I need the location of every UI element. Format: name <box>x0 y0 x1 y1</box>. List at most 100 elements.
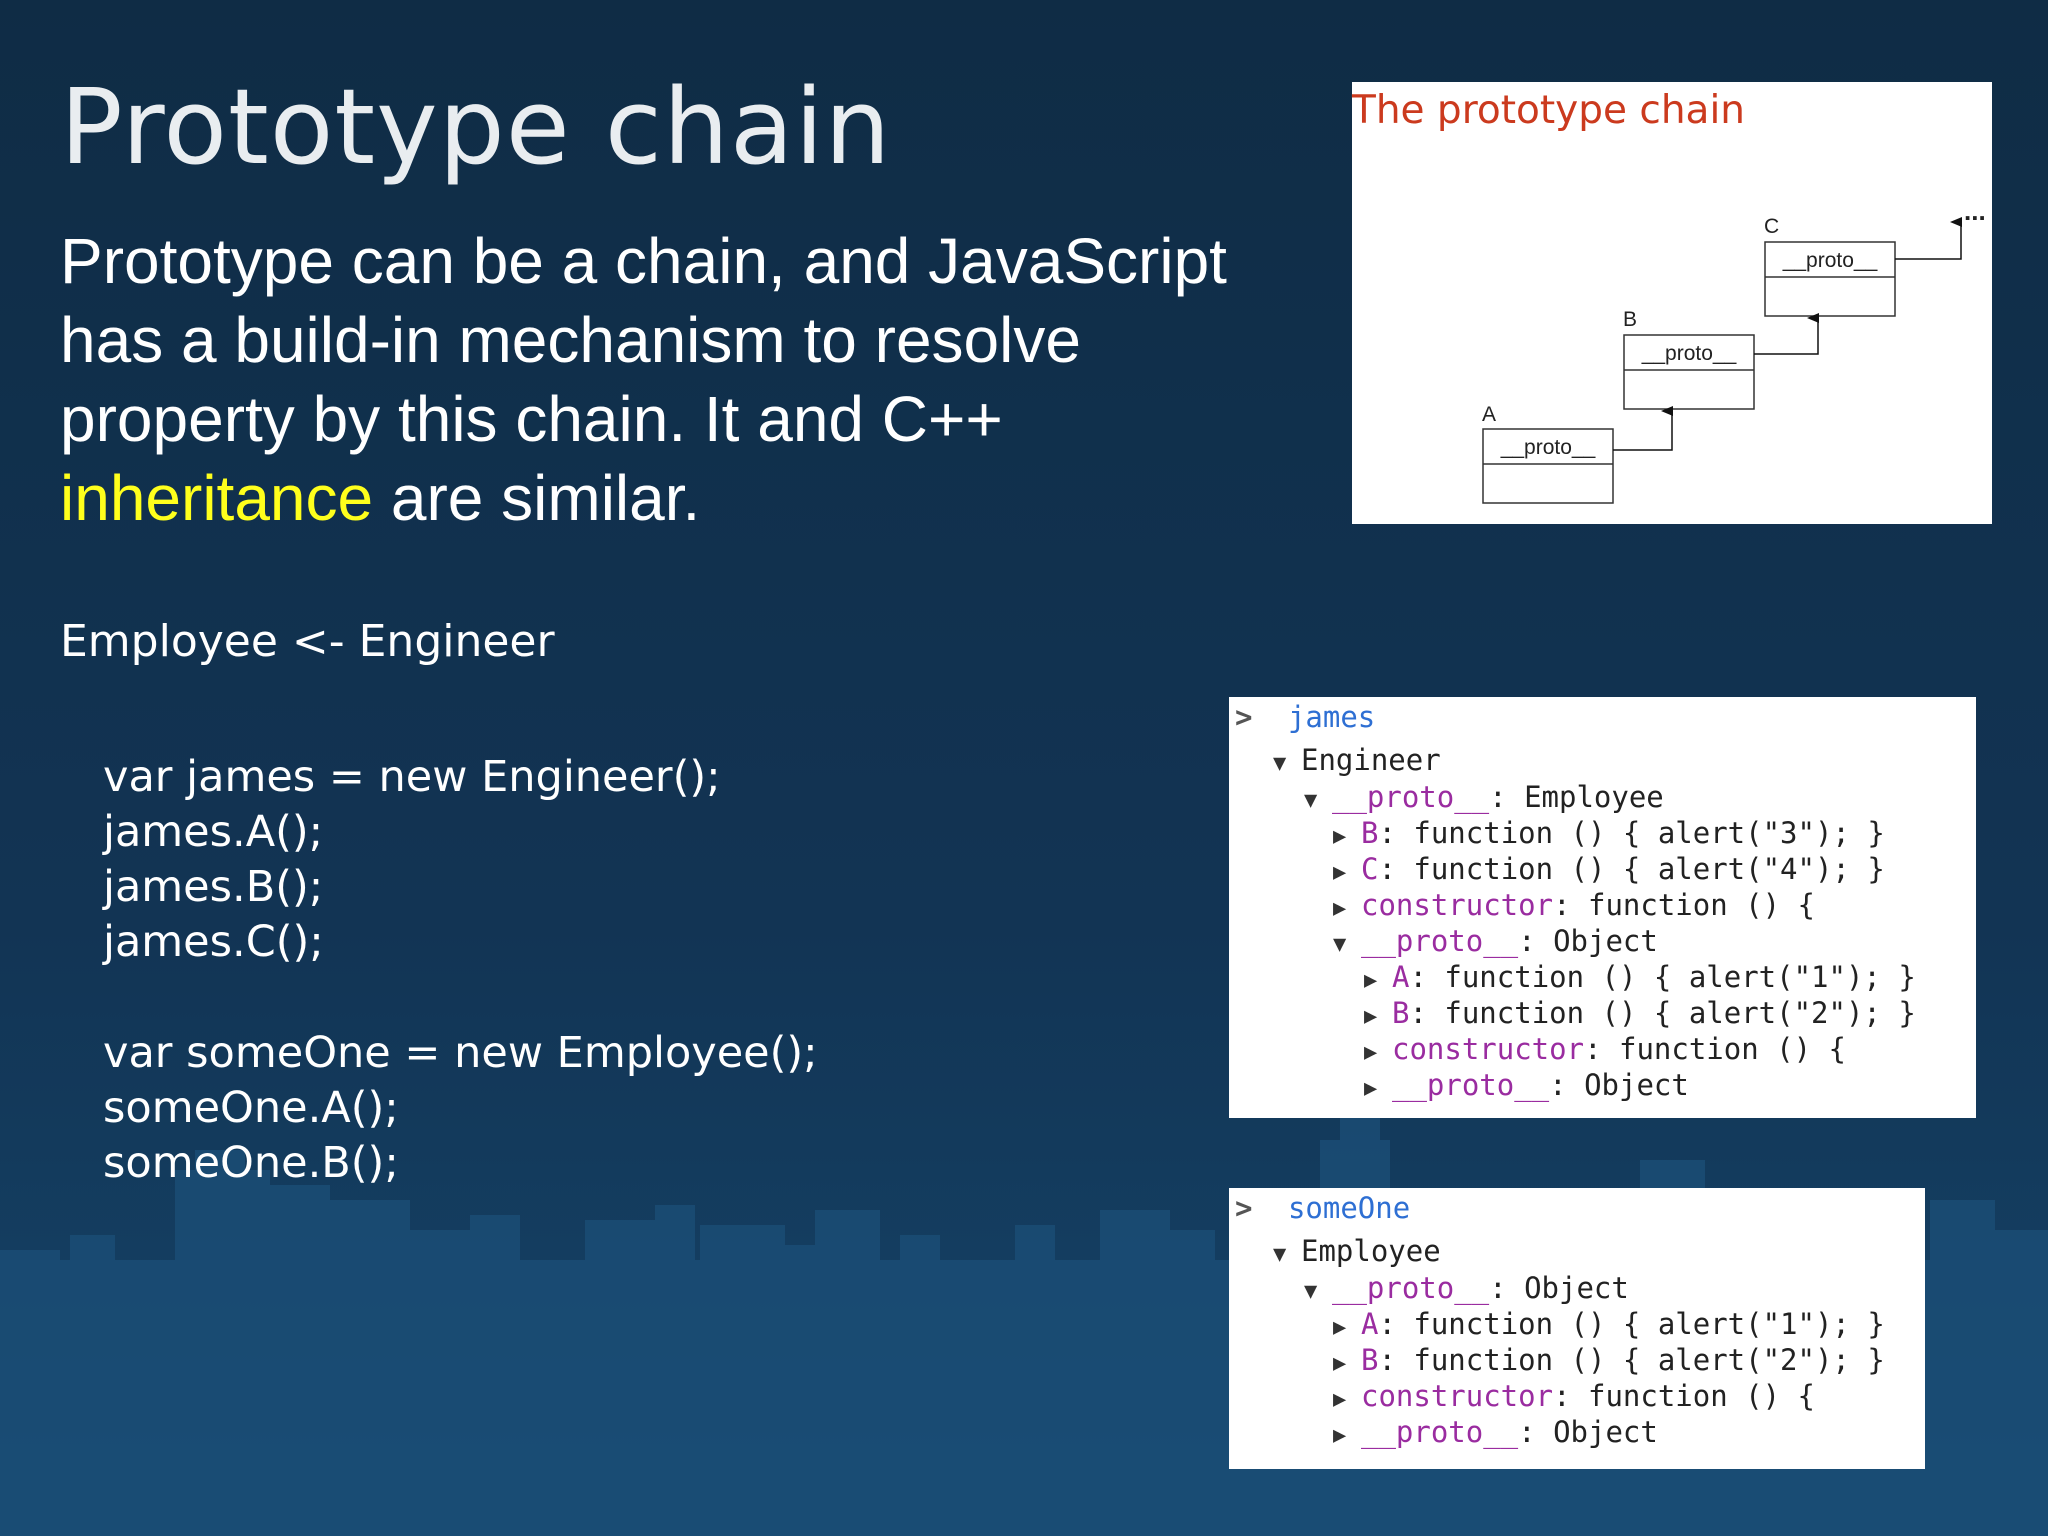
node-value: function () { <box>1587 1379 1815 1413</box>
collapsed-triangle-icon: ▶ <box>1333 896 1347 921</box>
node-key: __proto__ <box>1332 1271 1490 1305</box>
node-value: function () { alert("3"); } <box>1413 816 1885 850</box>
node-key: __proto__ <box>1392 1068 1550 1102</box>
node-key: B <box>1392 996 1410 1030</box>
tree-node-entry[interactable]: ▶constructor: function () { <box>1364 1031 1846 1071</box>
collapsed-triangle-icon: ▶ <box>1333 1387 1347 1412</box>
tree-node-entry[interactable]: ▶A: function () { alert("1"); } <box>1364 959 1916 999</box>
tree-node-entry[interactable]: ▶B: function () { alert("2"); } <box>1364 995 1916 1035</box>
box-c-label: C <box>1764 215 1779 238</box>
console-variable: james <box>1287 700 1376 734</box>
node-key: __proto__ <box>1332 780 1490 814</box>
arrow-a-to-b <box>1613 406 1673 451</box>
expanded-triangle-icon: ▼ <box>1304 788 1318 813</box>
box-b-label: B <box>1623 308 1637 331</box>
node-value: function () { alert("2"); } <box>1444 996 1916 1030</box>
tree-node-nested-proto[interactable]: ▼__proto__: Object <box>1333 923 1658 963</box>
node-value: function () { alert("4"); } <box>1413 852 1885 886</box>
tree-node-entry[interactable]: ▶__proto__: Object <box>1364 1067 1689 1107</box>
node-key: A <box>1361 1307 1379 1341</box>
node-value: Employee <box>1524 780 1664 814</box>
tree-node-entry[interactable]: ▶constructor: function () { <box>1333 887 1815 927</box>
tree-node-proto[interactable]: ▼__proto__: Object <box>1304 1270 1629 1310</box>
node-key: A <box>1392 960 1410 994</box>
tree-node-entry[interactable]: ▶constructor: function () { <box>1333 1378 1815 1418</box>
slide-title: Prototype chain <box>60 66 892 188</box>
code-line: james.C(); <box>103 917 324 967</box>
tree-node-employee[interactable]: ▼ Employee <box>1273 1233 1441 1273</box>
diagram-canvas: A B C __proto__ __proto__ __proto__ ... <box>1482 196 1986 504</box>
tree-node-entry[interactable]: ▶__proto__: Object <box>1333 1414 1658 1454</box>
prompt-icon: > <box>1235 700 1253 734</box>
console-input-row: > james <box>1235 699 1375 735</box>
box-a <box>1482 428 1614 504</box>
node-key: constructor <box>1392 1032 1585 1066</box>
collapsed-triangle-icon: ▶ <box>1364 1004 1378 1029</box>
expanded-triangle-icon: ▼ <box>1273 751 1287 776</box>
code-block-james: var james = new Engineer(); james.A(); j… <box>103 750 721 970</box>
node-value: Object <box>1524 1271 1629 1305</box>
node-value: function () { alert("1"); } <box>1444 960 1916 994</box>
code-line: james.B(); <box>103 862 324 912</box>
arrow-c-to-next <box>1895 217 1962 260</box>
description-text-end: are similar. <box>373 462 701 534</box>
node-key: constructor <box>1361 888 1554 922</box>
tree-node-entry[interactable]: ▶A: function () { alert("1"); } <box>1333 1306 1885 1346</box>
collapsed-triangle-icon: ▶ <box>1333 860 1347 885</box>
prototype-chain-diagram: The prototype chain A B C __pro <box>1352 82 1992 524</box>
expanded-triangle-icon: ▼ <box>1304 1279 1318 1304</box>
node-value: Object <box>1553 924 1658 958</box>
collapsed-triangle-icon: ▶ <box>1333 1351 1347 1376</box>
node-key: constructor <box>1361 1379 1554 1413</box>
node-type: Engineer <box>1301 743 1441 777</box>
collapsed-triangle-icon: ▶ <box>1333 824 1347 849</box>
code-line: var someOne = new Employee(); <box>103 1028 818 1078</box>
tree-node-proto[interactable]: ▼__proto__: Employee <box>1304 779 1664 819</box>
collapsed-triangle-icon: ▶ <box>1333 1315 1347 1340</box>
collapsed-triangle-icon: ▶ <box>1364 1040 1378 1065</box>
code-line: james.A(); <box>103 807 324 857</box>
box-a-label: A <box>1482 403 1496 426</box>
code-line: var james = new Engineer(); <box>103 752 721 802</box>
node-value: Object <box>1584 1068 1689 1102</box>
expanded-triangle-icon: ▼ <box>1273 1242 1287 1267</box>
code-line: someOne.A(); <box>103 1083 399 1133</box>
collapsed-triangle-icon: ▶ <box>1333 1423 1347 1448</box>
node-value: function () { <box>1587 888 1815 922</box>
code-block-someone: var someOne = new Employee(); someOne.A(… <box>103 1026 818 1191</box>
tree-node-entry[interactable]: ▶C: function () { alert("4"); } <box>1333 851 1885 891</box>
node-value: function () { <box>1618 1032 1846 1066</box>
chain-ellipsis: ... <box>1964 196 1986 226</box>
tree-node-entry[interactable]: ▶B: function () { alert("3"); } <box>1333 815 1885 855</box>
node-key: B <box>1361 1343 1379 1377</box>
node-value: function () { alert("2"); } <box>1413 1343 1885 1377</box>
collapsed-triangle-icon: ▶ <box>1364 1076 1378 1101</box>
box-b-field: __proto__ <box>1641 342 1737 365</box>
arrow-b-to-c <box>1754 313 1819 355</box>
box-b <box>1623 334 1755 410</box>
prompt-icon: > <box>1235 1191 1253 1225</box>
expanded-triangle-icon: ▼ <box>1333 932 1347 957</box>
highlighted-word: inheritance <box>60 462 374 534</box>
code-line: someOne.B(); <box>103 1138 399 1188</box>
inheritance-subtitle: Employee <- Engineer <box>60 616 555 667</box>
node-type: Employee <box>1301 1234 1441 1268</box>
diagram-title: The prototype chain <box>1352 88 1746 133</box>
tree-node-engineer[interactable]: ▼ Engineer <box>1273 742 1441 782</box>
node-key: __proto__ <box>1361 924 1519 958</box>
slide-description: Prototype can be a chain, and JavaScript… <box>60 222 1320 538</box>
console-input-row: > someOne <box>1235 1190 1410 1226</box>
node-value: Object <box>1553 1415 1658 1449</box>
node-key: C <box>1361 852 1379 886</box>
console-output-james: > james ▼Engineer ▼__proto__: Employee ▶… <box>1229 697 1976 1118</box>
console-output-someone: > someOne ▼Employee ▼__proto__: Object ▶… <box>1229 1188 1925 1469</box>
console-variable: someOne <box>1287 1191 1411 1225</box>
box-c-field: __proto__ <box>1782 249 1878 272</box>
node-key: B <box>1361 816 1379 850</box>
node-key: __proto__ <box>1361 1415 1519 1449</box>
tree-node-entry[interactable]: ▶B: function () { alert("2"); } <box>1333 1342 1885 1382</box>
box-c <box>1764 241 1896 317</box>
description-text-start: Prototype can be a chain, and JavaScript… <box>60 225 1227 455</box>
collapsed-triangle-icon: ▶ <box>1364 968 1378 993</box>
node-value: function () { alert("1"); } <box>1413 1307 1885 1341</box>
